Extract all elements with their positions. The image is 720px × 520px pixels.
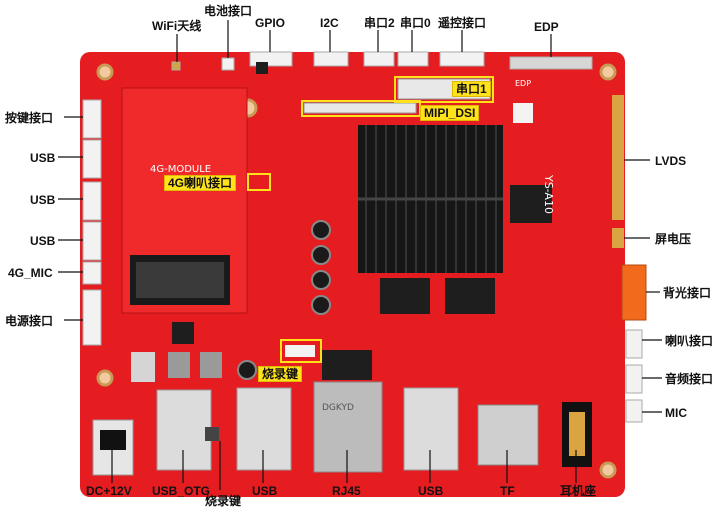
label-audio: 音频接口 — [665, 372, 714, 386]
right-connectors — [625, 329, 643, 423]
bottom-connectors — [92, 381, 592, 476]
label-keys: 按键接口 — [5, 111, 54, 125]
label-usb-bottom-1: USB — [252, 484, 278, 498]
lvds-chip — [510, 185, 552, 223]
misc-components — [131, 62, 533, 382]
label-uart1: 串口1 — [452, 81, 491, 97]
label-usb-otg: USB_OTG — [152, 484, 211, 498]
uart1-highlight — [394, 76, 494, 103]
label-rj45: RJ45 — [332, 484, 361, 498]
label-mic: MIC — [665, 406, 687, 420]
label-burn-key-bottom: 烧录键 — [205, 494, 242, 508]
pointer-lines — [58, 20, 662, 490]
label-dc-12v: DC+12V — [86, 484, 132, 498]
label-tf: TF — [500, 484, 515, 498]
edp-silkscreen: EDP — [515, 79, 532, 88]
label-speaker: 喇叭接口 — [665, 334, 714, 348]
label-remote: 遥控接口 — [438, 16, 487, 30]
module-silkscreen: 4G-MODULE — [150, 164, 212, 175]
label-4g-speaker: 4G喇叭接口 — [164, 175, 237, 191]
label-i2c: I2C — [320, 16, 339, 30]
label-mipi-dsi: MIPI_DSI — [420, 105, 480, 121]
label-usb-left-3: USB — [30, 234, 56, 248]
screen-voltage-header — [612, 228, 624, 248]
mipi-connector — [303, 102, 417, 114]
label-uart2: 串口2 — [364, 16, 395, 30]
label-screen-voltage: 屏电压 — [655, 232, 692, 246]
ram-chip-1 — [380, 278, 430, 314]
label-earphone: 耳机座 — [560, 484, 597, 498]
heatsink — [358, 125, 503, 273]
label-usb-left-2: USB — [30, 193, 56, 207]
board-model-silkscreen: YS-A10 — [542, 175, 555, 214]
label-uart0: 串口0 — [400, 16, 431, 30]
label-usb-bottom-2: USB — [418, 484, 444, 498]
label-battery: 电池接口 — [204, 4, 253, 18]
ram-chip-2 — [445, 278, 495, 314]
label-lvds: LVDS — [655, 154, 687, 168]
speaker-4g-highlight — [247, 173, 271, 191]
label-power: 电源接口 — [5, 314, 54, 328]
label-burn-key: 烧录键 — [258, 366, 303, 382]
label-usb-left-1: USB — [30, 151, 56, 165]
label-4g-mic: 4G_MIC — [8, 266, 53, 280]
label-gpio: GPIO — [255, 16, 286, 30]
left-connectors — [82, 99, 102, 346]
burn-key-highlight — [280, 339, 322, 363]
label-edp: EDP — [534, 20, 559, 34]
label-backlight: 背光接口 — [663, 286, 712, 300]
backlight-connector — [621, 264, 647, 321]
ethernet-brand: DGKYD — [322, 403, 354, 413]
label-wifi-antenna: WiFi天线 — [152, 19, 202, 33]
lvds-header — [612, 95, 624, 220]
capacitors — [237, 220, 331, 380]
